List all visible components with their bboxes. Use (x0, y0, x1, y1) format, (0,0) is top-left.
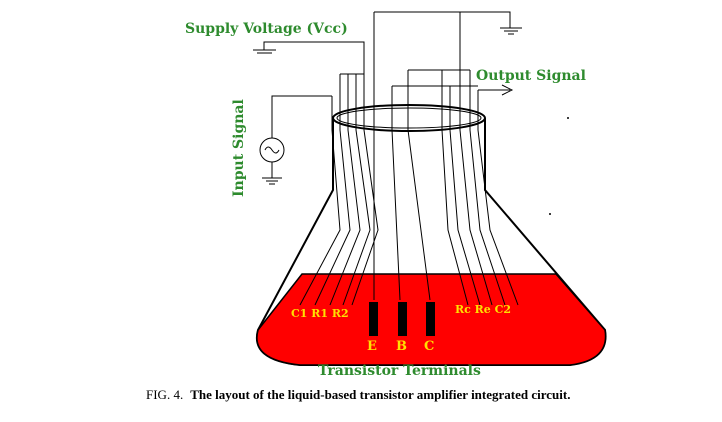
figure-caption-text: The layout of the liquid-based transisto… (190, 387, 570, 402)
right-wires (441, 12, 519, 306)
output-arrow (478, 84, 514, 96)
figure-caption: FIG. 4. The layout of the liquid-based t… (146, 387, 570, 402)
terminal-e-label: E (367, 339, 377, 354)
terminal-b-label: B (396, 339, 407, 354)
input-signal-label: Input Signal (231, 99, 247, 197)
electrode-e (369, 302, 378, 336)
right-components-label: Rc Re C2 (455, 303, 511, 316)
figure-caption-prefix: FIG. 4. (146, 387, 183, 402)
dot-mark (549, 213, 551, 215)
transistor-terminals-label: Transistor Terminals (318, 363, 481, 379)
flask-mouth-inner (336, 107, 482, 129)
electrode-c (426, 302, 435, 336)
dot-mark (567, 117, 569, 119)
supply-bus (253, 11, 522, 87)
output-signal-label: Output Signal (476, 68, 586, 84)
left-components-label: C1 R1 R2 (291, 307, 349, 320)
left-wires (299, 74, 379, 306)
electrode-b (398, 302, 407, 336)
terminal-c-label: C (424, 339, 434, 354)
flask-mouth (332, 104, 486, 132)
supply-voltage-label: Supply Voltage (Vcc) (185, 21, 348, 37)
electrodes (369, 302, 435, 336)
input-source (259, 95, 332, 185)
center-wires (373, 12, 431, 301)
